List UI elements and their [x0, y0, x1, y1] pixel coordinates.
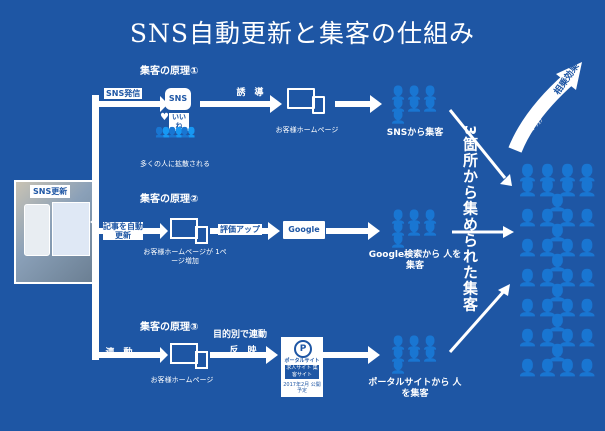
people-icon-small: 👥👥👥: [155, 124, 196, 138]
principle-1-result: SNSから集客: [386, 128, 444, 138]
phone-image: [24, 204, 50, 256]
principle-1-heading: 集客の原理①: [140, 66, 199, 77]
crowd-icon-2: 👤👤👤👤👤👤👤: [390, 210, 439, 249]
big-crowd-icon: 👤👤👤👤👤👤👤👤👤👤👤👤👤👤👤👤👤👤👤👤👤👤👤👤👤👤👤👤👤👤👤👤👤👤👤👤👤👤: [517, 163, 598, 377]
collected-label: 3箇所から集められた集客: [461, 125, 479, 313]
principle-3-heading: 集客の原理③: [140, 322, 199, 333]
phone-icon-2: [195, 226, 208, 244]
phone-icon-3: [195, 351, 208, 369]
portal-line1: ポータルサイト: [284, 358, 320, 364]
parking-icon: P: [294, 340, 312, 358]
leaflet-image: [52, 202, 90, 256]
portal-line2: 求人サイト 集客サイト: [285, 365, 319, 379]
devices-icon-1: [287, 88, 315, 109]
sns-icon-text: SNS: [168, 94, 188, 103]
principle-2-result: Google検索から 人を集客: [368, 250, 462, 271]
principle-1-arrow-label: 誘 導: [236, 88, 264, 98]
phone-icon-1: [312, 96, 325, 114]
principle-3-result: ポータルサイトから 人を集客: [368, 378, 462, 399]
principle-1-caption: 多くの人に拡散される: [140, 160, 210, 168]
principle-2-device-caption: お客様ホームページが 1ページ増加: [143, 248, 227, 265]
devices-icon-3: [170, 343, 198, 364]
like-label: いいね: [169, 113, 189, 131]
diagram-title: SNS自動更新と集客の仕組み: [129, 19, 476, 48]
principle-3-left-label: 連 動: [105, 348, 133, 358]
sns-icon: SNS: [165, 88, 191, 110]
crowd-icon-3: 👤👤👤👤👤👤👤: [390, 336, 439, 375]
portal-box: P ポータルサイト 求人サイト 集客サイト 2017年2月 公開予定: [281, 337, 323, 397]
heart-icon: ♥: [160, 112, 169, 123]
principle-3-arrow-top: 目的別で連動: [212, 330, 267, 340]
principle-2-heading: 集客の原理②: [140, 194, 199, 205]
principle-1-device-caption: お客様ホームページ: [275, 126, 339, 134]
principle-2-arrow-label: 評価アップ: [218, 224, 262, 235]
portal-line3: 2017年2月 公開予定: [283, 382, 321, 394]
photo: SNS更新: [14, 180, 94, 284]
devices-icon-2: [170, 218, 198, 239]
principle-3-device-caption: お客様ホームページ: [150, 376, 214, 384]
principle-3-arrow-label: 反 映: [229, 346, 257, 356]
principle-2-left-label: 記事を自動更新: [103, 222, 143, 240]
crowd-icon-1: 👤👤👤👤👤👤👤: [390, 86, 439, 125]
principle-1-left-label: SNS発信: [104, 88, 143, 99]
photo-label: SNS更新: [30, 185, 71, 198]
google-box: Google: [283, 221, 325, 239]
